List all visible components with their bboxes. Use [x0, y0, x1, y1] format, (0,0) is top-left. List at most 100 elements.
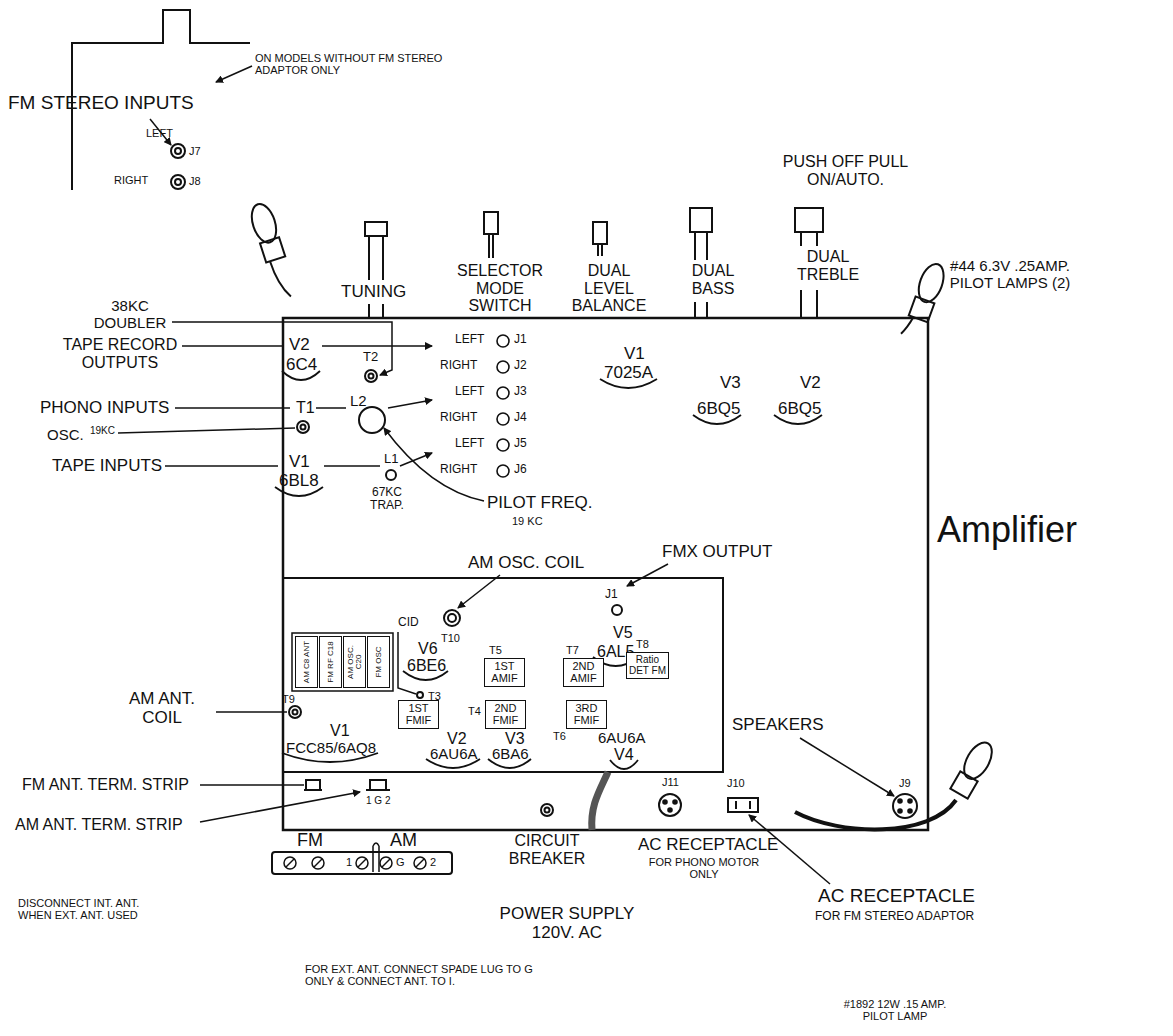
- box-text: FM OSC: [374, 638, 382, 686]
- box-text: 2ND FMIF: [487, 703, 524, 726]
- part-label: AM ANT. TERM. STRIP: [15, 816, 183, 834]
- part-label: V3: [505, 730, 525, 748]
- part-label: T6: [553, 730, 566, 742]
- box-text: 2ND AMIF: [565, 661, 602, 684]
- part-label: AM OSC. COIL: [468, 554, 584, 573]
- part-label: G: [396, 856, 405, 868]
- part-label: J3: [514, 385, 527, 398]
- part-label: V2: [447, 730, 467, 748]
- diagram-title: Amplifier: [937, 510, 1077, 550]
- gang-capacitor-section: AM C8 ANT: [295, 636, 318, 688]
- part-label: RIGHT: [440, 359, 477, 372]
- part-label: J6: [514, 463, 527, 476]
- part-label: T1: [296, 399, 315, 417]
- part-label: LEFT: [455, 437, 484, 450]
- gang-capacitor-section: AM OSC. C20: [343, 636, 366, 688]
- part-label: 6BA6: [492, 746, 529, 763]
- part-label: V5: [613, 624, 633, 642]
- part-label: T5: [489, 644, 502, 656]
- part-label: J8: [189, 175, 201, 187]
- part-label: 6BL8: [279, 472, 319, 491]
- part-label: FOR PHONO MOTOR ONLY: [645, 856, 763, 880]
- part-label: 6BQ5: [778, 400, 821, 419]
- part-label: T4: [468, 705, 481, 717]
- part-label: 6AU6A: [598, 730, 646, 747]
- box-text: FM RF C18: [326, 638, 334, 686]
- part-label: PUSH OFF PULL ON/AUTO.: [778, 153, 913, 188]
- part-label: J11: [662, 776, 679, 788]
- part-label: AC RECEPTACLE: [638, 836, 778, 855]
- part-label: V2: [289, 336, 310, 355]
- part-label: 6BQ5: [697, 400, 740, 419]
- part-label: ON MODELS WITHOUT FM STEREO ADAPTOR ONLY: [255, 52, 470, 76]
- part-label: 19 KC: [512, 515, 543, 527]
- part-label: TAPE RECORD OUTPUTS: [45, 336, 195, 371]
- part-label: J5: [514, 437, 527, 450]
- part-label: J2: [514, 359, 527, 372]
- part-label: LEFT: [455, 385, 484, 398]
- part-label: #44 6.3V .25AMP. PILOT LAMPS (2): [935, 258, 1085, 291]
- part-label: LEFT: [146, 127, 173, 139]
- part-label: DUAL LEVEL BALANCE: [565, 262, 653, 315]
- part-label: T8: [636, 638, 649, 650]
- part-label: L2: [350, 393, 367, 410]
- part-label: OSC.: [47, 427, 84, 444]
- part-label: DUAL TREBLE: [785, 248, 871, 283]
- box-text: 3RD FMIF: [568, 703, 605, 726]
- box-text: 1ST FMIF: [400, 703, 437, 726]
- part-label: 38KC DOUBLER: [80, 298, 180, 331]
- part-label: SPEAKERS: [732, 716, 824, 735]
- part-label: J7: [189, 145, 201, 157]
- part-label: AC RECEPTACLE: [818, 886, 975, 907]
- part-label: PILOT FREQ.: [487, 494, 593, 513]
- part-label: T7: [566, 644, 579, 656]
- part-label: #1892 12W .15 AMP. PILOT LAMP: [830, 998, 960, 1022]
- part-label: AM: [390, 831, 417, 851]
- part-label: 7025A: [604, 364, 653, 383]
- part-label: TUNING: [341, 283, 406, 302]
- transformer-box: Ratio DET FM: [626, 652, 669, 679]
- part-label: V2: [800, 374, 821, 393]
- part-label: J10: [727, 777, 745, 789]
- part-label: T10: [441, 632, 460, 644]
- part-label: LEFT: [455, 333, 484, 346]
- part-label: V3: [720, 374, 741, 393]
- part-label: RIGHT: [114, 174, 148, 186]
- part-label: RIGHT: [440, 463, 477, 476]
- transformer-box: 1ST AMIF: [484, 658, 525, 687]
- gang-capacitor-section: FM OSC: [367, 636, 390, 688]
- transformer-box: 2ND FMIF: [485, 700, 526, 729]
- part-label: 1: [346, 856, 352, 868]
- part-label: SELECTOR MODE SWITCH: [450, 262, 550, 315]
- transformer-box: 2ND AMIF: [563, 658, 604, 687]
- part-label: 6C4: [286, 356, 317, 375]
- part-label: FOR EXT. ANT. CONNECT SPADE LUG TO G ONL…: [305, 963, 540, 987]
- part-label: FM: [297, 831, 323, 851]
- part-label: 67KC TRAP.: [362, 486, 412, 512]
- box-text: AM OSC. C20: [346, 638, 363, 686]
- part-label: FMX OUTPUT: [662, 543, 773, 562]
- part-label: T9: [282, 693, 295, 705]
- part-label: 6AU6A: [430, 746, 478, 763]
- part-label: V4: [614, 746, 634, 764]
- part-label: 6BE6: [407, 657, 446, 675]
- part-label: T2: [363, 350, 378, 364]
- part-label: V1: [289, 453, 310, 472]
- part-label: J9: [899, 777, 911, 789]
- part-label: V6: [418, 640, 438, 658]
- part-label: FM STEREO INPUTS: [8, 93, 194, 114]
- part-label: 2: [430, 856, 436, 868]
- part-label: 19KC: [90, 425, 115, 436]
- part-label: RIGHT: [440, 411, 477, 424]
- part-label: FCC85/6AQ8: [286, 740, 376, 757]
- box-text: AM C8 ANT: [302, 638, 310, 686]
- box-text: 1ST AMIF: [486, 661, 523, 684]
- part-label: DISCONNECT INT. ANT. WHEN EXT. ANT. USED: [18, 897, 173, 921]
- part-label: CIRCUIT BREAKER: [497, 832, 597, 867]
- part-label: PHONO INPUTS: [40, 399, 169, 418]
- part-label: CID: [398, 616, 419, 629]
- part-label: V1: [330, 722, 350, 740]
- part-label: J1: [605, 588, 618, 601]
- part-label: FM ANT. TERM. STRIP: [22, 776, 189, 794]
